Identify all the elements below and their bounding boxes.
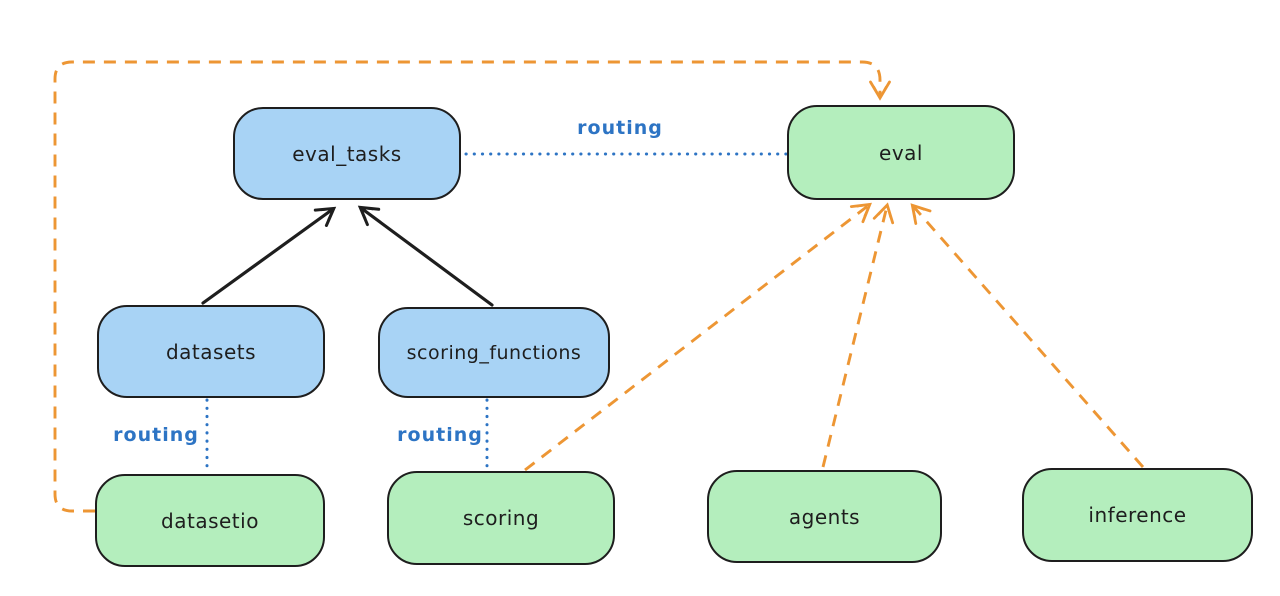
- node-eval: eval: [787, 105, 1015, 200]
- edge-inference-eval-arrow: [910, 203, 1145, 468]
- node-label: datasetio: [161, 508, 259, 533]
- node-label: inference: [1088, 503, 1187, 527]
- node-eval-tasks: eval_tasks: [233, 107, 461, 200]
- edge-label-routing-scoring-functions-scoring: routing: [397, 424, 483, 446]
- edge-label-routing-datasets-datasetio: routing: [113, 424, 199, 446]
- node-label: scoring_functions: [406, 341, 582, 364]
- node-datasets: datasets: [97, 305, 325, 398]
- node-label: datasets: [165, 339, 257, 364]
- edge-agents-eval-arrow: [821, 202, 895, 468]
- node-label: scoring: [462, 506, 540, 530]
- edge-datasets-eval-tasks-arrow: [201, 206, 337, 305]
- node-label: agents: [788, 504, 861, 529]
- node-label: eval_tasks: [292, 141, 402, 166]
- node-agents: agents: [707, 470, 942, 563]
- node-inference: inference: [1022, 468, 1253, 562]
- node-scoring: scoring: [387, 471, 615, 565]
- edge-scoring-functions-eval-tasks-arrow: [357, 205, 494, 307]
- node-scoring-functions: scoring_functions: [378, 307, 610, 398]
- node-datasetio: datasetio: [95, 474, 325, 567]
- node-label: eval: [879, 140, 923, 165]
- edge-label-routing-eval-tasks-eval: routing: [577, 117, 663, 139]
